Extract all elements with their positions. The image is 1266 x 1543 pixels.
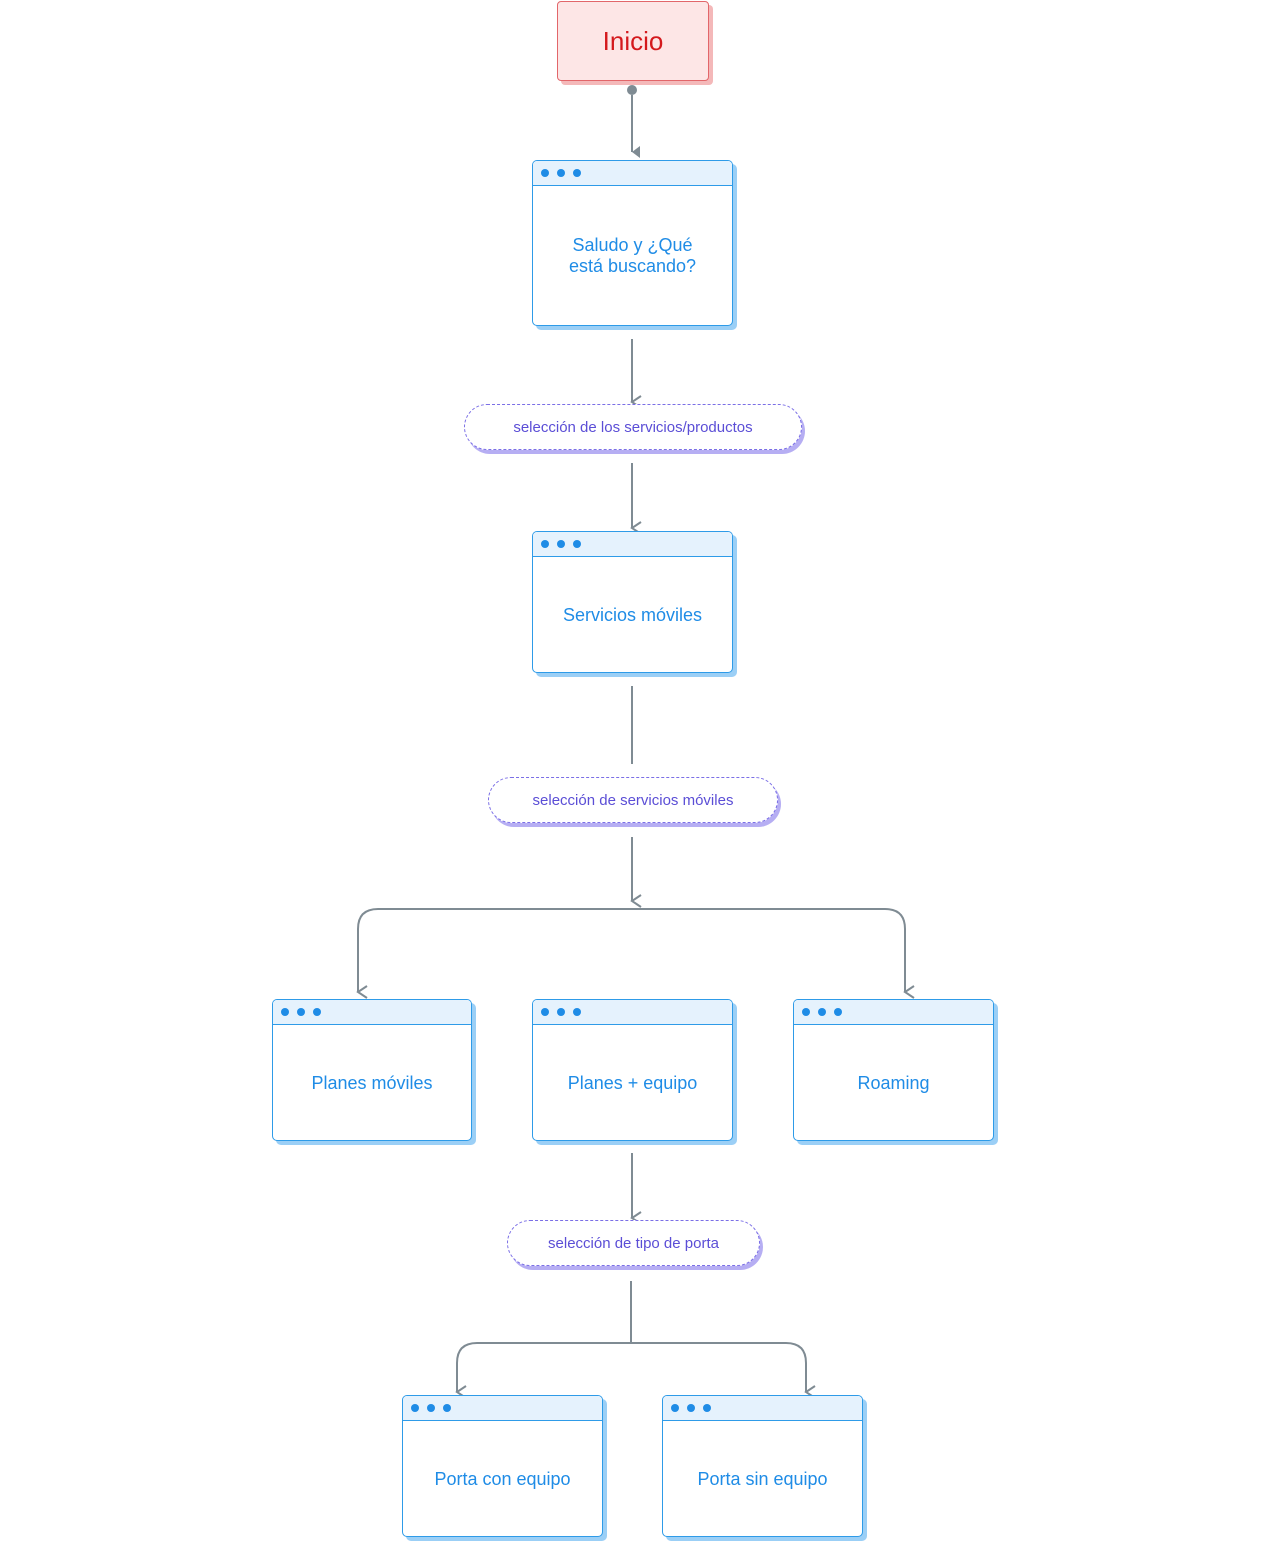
window-dot-icon (541, 1008, 549, 1016)
screen-planes-moviles-label: Planes móviles (311, 1072, 433, 1093)
inicio-node: Inicio (557, 1, 709, 81)
decision-seleccion-servicios-label: selección de los servicios/productos (513, 418, 753, 436)
window-dot-icon (573, 540, 581, 548)
window-dot-icon (818, 1008, 826, 1016)
window-dot-icon (313, 1008, 321, 1016)
screen-roaming: Roaming (793, 999, 994, 1141)
window-title-bar (533, 532, 732, 557)
inicio-label: Inicio (602, 25, 664, 56)
window-dot-icon (541, 169, 549, 177)
window-title-bar (533, 161, 732, 186)
edge-branch-roaming (632, 908, 915, 999)
window-title-bar (403, 1396, 602, 1421)
screen-porta-sin-equipo: Porta sin equipo (662, 1395, 863, 1537)
window-dot-icon (557, 169, 565, 177)
edge-branch-planes-moviles (356, 908, 632, 999)
decision-seleccion-moviles: selección de servicios móviles (488, 777, 778, 823)
decision-seleccion-porta-label: selección de tipo de porta (548, 1234, 719, 1252)
window-title-bar (794, 1000, 993, 1025)
window-dot-icon (443, 1404, 451, 1412)
screen-saludo: Saludo y ¿Qué está buscando? (532, 160, 733, 326)
decision-seleccion-servicios: selección de los servicios/productos (464, 404, 802, 450)
window-dot-icon (671, 1404, 679, 1412)
window-dot-icon (541, 540, 549, 548)
screen-roaming-label: Roaming (857, 1072, 930, 1093)
window-dot-icon (573, 169, 581, 177)
window-title-bar (663, 1396, 862, 1421)
screen-planes-equipo: Planes + equipo (532, 999, 733, 1141)
screen-porta-con-equipo-label: Porta con equipo (434, 1468, 571, 1489)
screen-servicios-moviles-label: Servicios móviles (562, 604, 703, 625)
window-title-bar (273, 1000, 471, 1025)
start-connector-dot (627, 85, 637, 95)
screen-servicios-moviles: Servicios móviles (532, 531, 733, 673)
window-title-bar (533, 1000, 732, 1025)
window-dot-icon (573, 1008, 581, 1016)
edge-branch-porta-con (455, 1342, 631, 1399)
window-dot-icon (703, 1404, 711, 1412)
window-dot-icon (281, 1008, 289, 1016)
screen-porta-con-equipo: Porta con equipo (402, 1395, 603, 1537)
screen-planes-moviles: Planes móviles (272, 999, 472, 1141)
window-dot-icon (427, 1404, 435, 1412)
window-dot-icon (411, 1404, 419, 1412)
screen-porta-sin-equipo-label: Porta sin equipo (697, 1468, 828, 1489)
edge-branch-porta-sin (631, 1342, 816, 1399)
window-dot-icon (802, 1008, 810, 1016)
window-dot-icon (557, 1008, 565, 1016)
screen-planes-equipo-label: Planes + equipo (567, 1072, 698, 1093)
window-dot-icon (687, 1404, 695, 1412)
decision-seleccion-porta: selección de tipo de porta (507, 1220, 760, 1266)
window-dot-icon (834, 1008, 842, 1016)
decision-seleccion-moviles-label: selección de servicios móviles (532, 791, 734, 809)
screen-saludo-label: Saludo y ¿Qué está buscando? (568, 235, 697, 276)
window-dot-icon (557, 540, 565, 548)
window-dot-icon (297, 1008, 305, 1016)
